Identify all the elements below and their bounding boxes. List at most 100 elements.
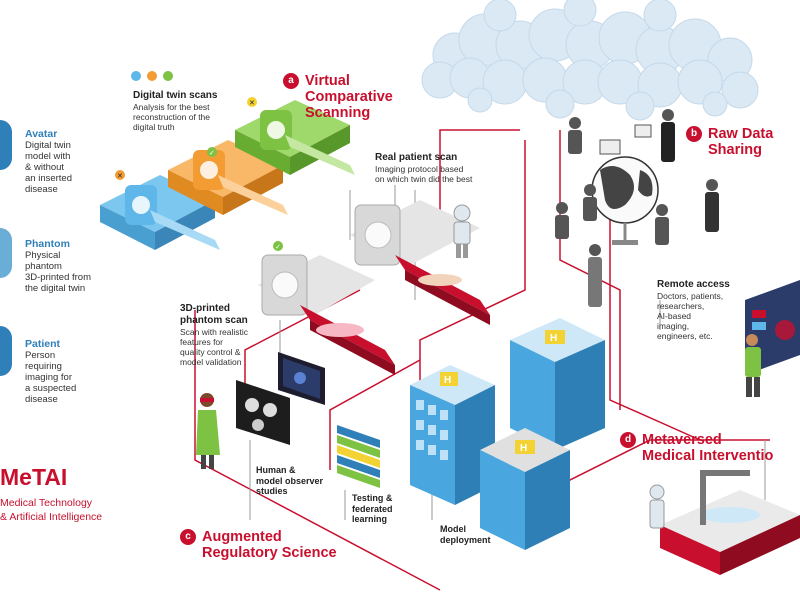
real-patient-label: Real patient scan Imaging protocol based… bbox=[375, 152, 515, 184]
testing-line-1: Testing & bbox=[352, 493, 393, 503]
remote-access-line-5: engineers, etc. bbox=[657, 331, 713, 341]
patient-desc-4: a suspected bbox=[25, 383, 77, 394]
section-a-title-1: Virtual bbox=[305, 73, 350, 89]
deployment-line-2: deployment bbox=[440, 534, 491, 545]
section-a-title-3: Scanning bbox=[305, 105, 371, 121]
section-c-title-2: Regulatory Science bbox=[202, 545, 337, 561]
patient-figure-icon bbox=[0, 326, 12, 376]
phantom-desc-1: Physical bbox=[25, 250, 61, 261]
globe-icon bbox=[591, 156, 659, 245]
hospital-building-1-icon: H bbox=[410, 365, 495, 505]
sidebar-patient: Patient Person requiring imaging for a s… bbox=[25, 338, 115, 405]
phantom-scan-desc-4: model validation bbox=[180, 357, 242, 367]
svg-text:H: H bbox=[550, 333, 557, 344]
svg-text:✕: ✕ bbox=[117, 173, 123, 180]
digital-twin-desc-1: Analysis for the best bbox=[133, 102, 210, 112]
brand-line-2: & Artificial Intelligence bbox=[0, 511, 103, 523]
patient-desc-1: Person bbox=[25, 350, 56, 361]
scanner-real-patient-icon bbox=[350, 200, 490, 325]
avatar-desc-1: Digital twin bbox=[25, 140, 71, 151]
section-b-title-1: Raw Data bbox=[708, 126, 774, 142]
deployment-label: Model deployment bbox=[440, 524, 520, 545]
real-patient-title: Real patient scan bbox=[375, 152, 458, 163]
section-c-badge: c bbox=[180, 529, 196, 545]
phantom-scan-label: 3D-printed phantom scan Scan with realis… bbox=[180, 303, 290, 367]
phantom-scan-desc-2: features for bbox=[180, 337, 223, 347]
data-stack-icon bbox=[337, 425, 380, 488]
surgery-table-icon bbox=[660, 470, 800, 575]
remote-access-line-1: Doctors, patients, bbox=[657, 291, 724, 301]
patient-title: Patient bbox=[25, 338, 61, 350]
hospital-building-2-icon: H bbox=[510, 318, 605, 450]
phantom-desc-2: phantom bbox=[25, 261, 62, 272]
svg-text:H: H bbox=[520, 443, 527, 454]
scanner-green-icon bbox=[235, 100, 355, 175]
real-patient-desc-2: on which twin did the best bbox=[375, 174, 473, 184]
section-c-header: c Augmented Regulatory Science bbox=[180, 529, 337, 561]
color-dots-icon bbox=[131, 71, 173, 81]
brand-line-1: Medical Technology bbox=[0, 497, 93, 509]
remote-access-line-4: imaging, bbox=[657, 321, 690, 331]
patient-desc-5: disease bbox=[25, 394, 58, 405]
testing-line-2: federated bbox=[352, 503, 393, 514]
section-a-badge: a bbox=[283, 73, 299, 89]
real-patient-desc-1: Imaging protocol based bbox=[375, 164, 464, 174]
doctor-vr-icon bbox=[196, 393, 220, 469]
section-a-header: a Virtual Comparative Scanning bbox=[283, 73, 393, 121]
sidebar-avatar: Avatar Digital twin model with & without… bbox=[25, 128, 115, 195]
testing-label: Testing & federated learning bbox=[352, 493, 422, 525]
svg-text:✕: ✕ bbox=[249, 100, 255, 107]
svg-text:✓: ✓ bbox=[275, 244, 281, 251]
observer-label: Human & model observer studies bbox=[256, 465, 346, 497]
section-c-title-1: Augmented bbox=[202, 529, 282, 545]
researchers-group-icon bbox=[555, 109, 719, 307]
monitor-network-icon bbox=[278, 352, 325, 405]
section-d-title-1: Metaversed bbox=[642, 432, 722, 448]
monitor-ct-slices-icon bbox=[236, 380, 290, 445]
avatar-desc-5: disease bbox=[25, 184, 58, 195]
robot-icon bbox=[453, 204, 471, 258]
avatar-desc-3: & without bbox=[25, 162, 65, 173]
digital-twin-desc-3: digital truth bbox=[133, 122, 175, 132]
phantom-scan-desc-1: Scan with realistic bbox=[180, 327, 249, 337]
phantom-desc-3: 3D-printed from bbox=[25, 272, 91, 283]
digital-twin-title: Digital twin scans bbox=[133, 90, 218, 101]
scanner-phantom-icon bbox=[258, 254, 395, 375]
avatar-figure-icon bbox=[0, 120, 12, 170]
hospital-building-3-icon: H bbox=[480, 428, 570, 550]
remote-access-line-2: researchers, bbox=[657, 301, 705, 311]
avatar-title: Avatar bbox=[25, 128, 58, 140]
phantom-title: Phantom bbox=[25, 238, 70, 250]
observer-line-1: Human & bbox=[256, 465, 296, 475]
digital-twin-label: Digital twin scans Analysis for the best… bbox=[133, 90, 253, 132]
patient-desc-3: imaging for bbox=[25, 372, 72, 383]
avatar-desc-2: model with bbox=[25, 151, 71, 162]
remote-access-title: Remote access bbox=[657, 279, 730, 290]
section-b-badge: b bbox=[686, 126, 702, 142]
observer-line-2: model observer bbox=[256, 475, 324, 486]
remote-access-label: Remote access Doctors, patients, researc… bbox=[657, 279, 752, 341]
brand-name: MeTAI bbox=[0, 464, 68, 490]
remote-user-icon bbox=[745, 334, 761, 397]
section-d-badge: d bbox=[620, 432, 636, 448]
phantom-scan-title-2: phantom scan bbox=[180, 315, 248, 326]
deployment-line-1: Model bbox=[440, 524, 466, 534]
phantom-figure-icon bbox=[0, 228, 12, 278]
section-d-header: d Metaversed Medical Interventio bbox=[620, 432, 773, 464]
patient-desc-2: requiring bbox=[25, 361, 62, 372]
observer-line-3: studies bbox=[256, 486, 288, 496]
section-d-title-2: Medical Interventio bbox=[642, 448, 774, 464]
brand-tagline: Medical Technology & Artificial Intellig… bbox=[0, 496, 102, 524]
phantom-scan-title-1: 3D-printed bbox=[180, 303, 230, 314]
svg-text:✓: ✓ bbox=[209, 150, 215, 157]
phantom-desc-4: the digital twin bbox=[25, 283, 86, 294]
remote-access-line-3: AI-based bbox=[657, 311, 692, 321]
section-a-title-2: Comparative bbox=[305, 89, 393, 105]
status-markers: ✕ ✓ ✕ ✓ bbox=[115, 97, 283, 251]
phantom-scan-desc-3: quality control & bbox=[180, 347, 241, 357]
surgical-robot-icon bbox=[649, 484, 665, 529]
avatar-desc-4: an inserted bbox=[25, 173, 73, 184]
sidebar-phantom: Phantom Physical phantom 3D-printed from… bbox=[25, 238, 120, 294]
testing-line-3: learning bbox=[352, 514, 388, 524]
